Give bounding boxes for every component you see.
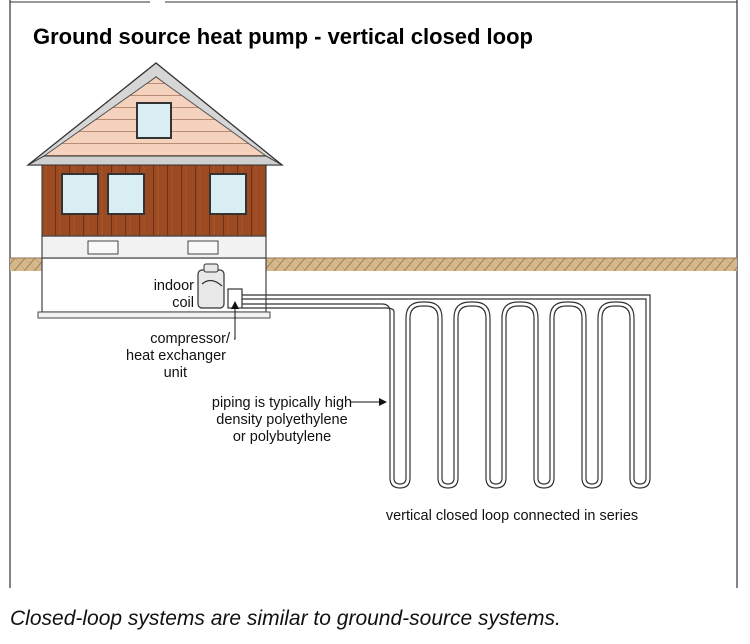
piping-label: piping is typically high density polyeth… bbox=[212, 395, 387, 445]
window bbox=[61, 173, 99, 215]
piping-label-line: piping is typically high bbox=[212, 395, 352, 411]
basement-vent bbox=[87, 240, 119, 255]
compressor-label-line: compressor/ bbox=[150, 331, 231, 347]
indoor-coil-label-line: coil bbox=[172, 295, 194, 311]
compressor-leader-line bbox=[231, 301, 239, 340]
figure-caption: Closed-loop systems are similar to groun… bbox=[10, 607, 561, 630]
indoor-coil-label-line: indoor bbox=[154, 278, 194, 294]
compressor-label: compressor/ heat exchanger unit bbox=[126, 301, 239, 381]
indoor-coil-label: indoor coil bbox=[154, 278, 194, 311]
loop-pipe-inner bbox=[242, 298, 647, 485]
indoor-coil-unit bbox=[197, 269, 225, 309]
foundation-slab bbox=[37, 311, 271, 319]
window bbox=[209, 173, 247, 215]
foundation-wall bbox=[41, 235, 267, 259]
compressor-label-line: unit bbox=[164, 365, 187, 381]
loop-label: vertical closed loop connected in series bbox=[386, 508, 638, 524]
compressor-label-line: heat exchanger bbox=[126, 348, 226, 364]
attic-window bbox=[136, 102, 172, 139]
piping-label-line: or polybutylene bbox=[233, 429, 331, 445]
piping-label-line: density polyethylene bbox=[216, 412, 347, 428]
basement-vent bbox=[187, 240, 219, 255]
diagram-title: Ground source heat pump - vertical close… bbox=[33, 24, 533, 49]
window bbox=[107, 173, 145, 215]
roof-eave bbox=[26, 155, 284, 166]
loop-pipe-outer bbox=[242, 294, 651, 489]
house bbox=[26, 62, 284, 319]
